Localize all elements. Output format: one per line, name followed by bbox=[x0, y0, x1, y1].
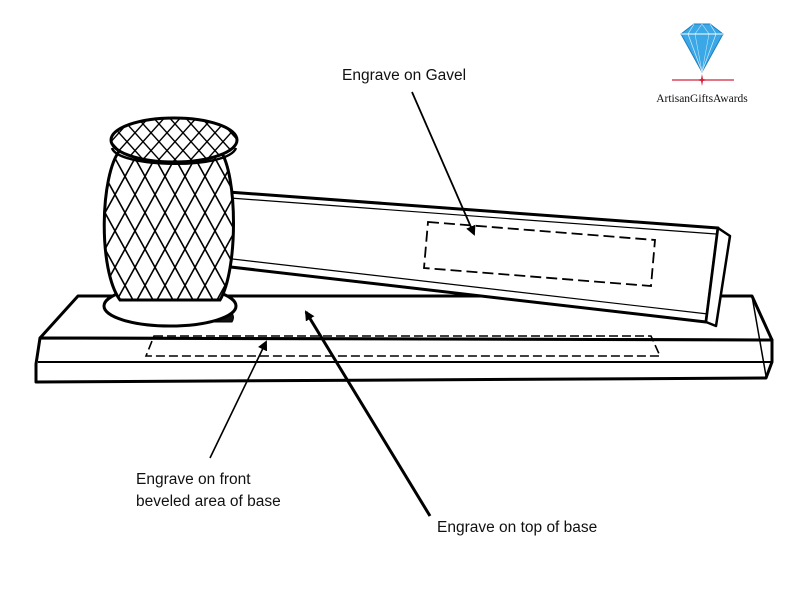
front-engrave-area bbox=[144, 335, 662, 357]
callout-arrows bbox=[209, 91, 476, 517]
hatch-line bbox=[110, 150, 206, 300]
hatch-line bbox=[58, 115, 103, 165]
hatch-line bbox=[130, 150, 226, 300]
hatch-line bbox=[153, 118, 200, 162]
hatch-line bbox=[124, 150, 220, 300]
hatch-line bbox=[104, 150, 106, 300]
hatch-line bbox=[26, 115, 71, 165]
label-engrave-front-line1: Engrave on front bbox=[136, 471, 251, 488]
hatch-line bbox=[233, 118, 237, 162]
arrow-gavel bbox=[411, 91, 476, 236]
hatch-line bbox=[169, 118, 216, 162]
hatch-line bbox=[150, 118, 197, 162]
hatch-line bbox=[104, 150, 160, 300]
hatch-line bbox=[111, 118, 149, 162]
hatch-line bbox=[104, 150, 146, 300]
handle-end-face bbox=[704, 226, 732, 328]
base-right-edge bbox=[751, 295, 767, 377]
hatch-line bbox=[55, 115, 100, 165]
hatch-line bbox=[0, 140, 79, 310]
hatch-line bbox=[201, 118, 237, 162]
gavel-head bbox=[0, 115, 340, 328]
gavel-engrave-area bbox=[423, 221, 656, 287]
hatch-line bbox=[104, 150, 140, 300]
base-front-face bbox=[34, 336, 774, 384]
hatch-line bbox=[104, 150, 180, 300]
hatch-line bbox=[170, 150, 234, 300]
arrow-front-bevel bbox=[209, 340, 268, 459]
hatch-line bbox=[0, 140, 5, 310]
hatch-line bbox=[250, 115, 295, 165]
hatch-line bbox=[0, 140, 85, 310]
hatch-line bbox=[10, 115, 55, 165]
brand-sparkle bbox=[696, 74, 708, 86]
arrow-top-base bbox=[304, 310, 432, 517]
hatch-line bbox=[144, 150, 234, 300]
hatch-line bbox=[137, 118, 184, 162]
hatch-line bbox=[0, 140, 39, 310]
cap-rim bbox=[110, 147, 238, 165]
hatch-line bbox=[210, 150, 234, 300]
hatch-line bbox=[134, 118, 181, 162]
hatch-line bbox=[0, 140, 25, 310]
hatch-line bbox=[111, 118, 117, 162]
label-engrave-top-base: Engrave on top of base bbox=[437, 519, 597, 536]
hatch-line bbox=[104, 150, 166, 300]
hatch-line bbox=[204, 150, 234, 300]
hatch-line bbox=[295, 115, 340, 165]
head-barrel bbox=[102, 148, 235, 302]
handle-edge-line bbox=[223, 257, 709, 315]
hatch-line bbox=[0, 140, 19, 310]
diamond-icon bbox=[680, 23, 724, 74]
hatch-line bbox=[104, 150, 200, 300]
hatch-line bbox=[164, 150, 234, 300]
hatch-line bbox=[42, 115, 87, 165]
label-engrave-gavel: Engrave on Gavel bbox=[342, 67, 466, 84]
hatch-line bbox=[166, 118, 213, 162]
hatch-line bbox=[184, 150, 234, 300]
hatch-line bbox=[5, 140, 99, 310]
brand-name: ArtisanGiftsAwards bbox=[656, 93, 748, 105]
hatch-line bbox=[0, 140, 45, 310]
handle-edge-line bbox=[229, 197, 717, 235]
brand-logo: ArtisanGiftsAwards bbox=[656, 23, 748, 105]
hatch-line bbox=[0, 140, 59, 310]
hatch-line bbox=[190, 150, 234, 300]
hatch-line bbox=[0, 140, 65, 310]
label-engrave-front-line2: beveled area of base bbox=[136, 493, 281, 510]
hatch-line bbox=[263, 115, 308, 165]
hatch-line bbox=[247, 115, 292, 165]
hatch-line bbox=[279, 115, 324, 165]
